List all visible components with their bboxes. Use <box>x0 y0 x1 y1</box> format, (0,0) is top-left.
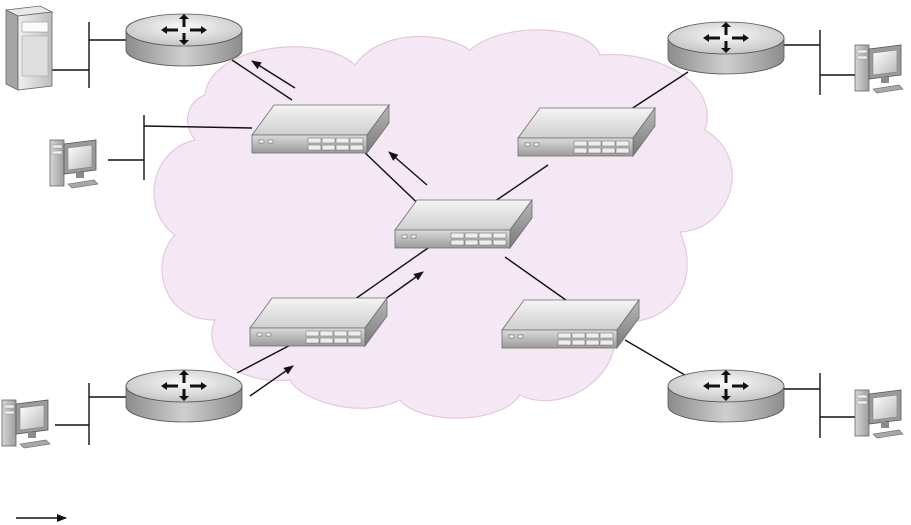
switch-center <box>395 200 532 248</box>
switch-top-left <box>252 105 389 153</box>
pc-bottom-right-icon <box>855 390 903 438</box>
server-icon <box>6 6 52 90</box>
router-bottom-right <box>668 370 784 422</box>
router-bottom-left <box>126 370 242 422</box>
switch-bottom-right <box>502 300 639 348</box>
pc-bottom-left-icon <box>2 400 50 448</box>
router-top-right <box>668 22 784 74</box>
pc-left-icon <box>50 140 98 188</box>
switch-top-right <box>518 108 655 156</box>
router-top-left <box>126 14 242 66</box>
pc-top-right-icon <box>855 45 903 93</box>
switch-bottom-left <box>250 298 387 346</box>
